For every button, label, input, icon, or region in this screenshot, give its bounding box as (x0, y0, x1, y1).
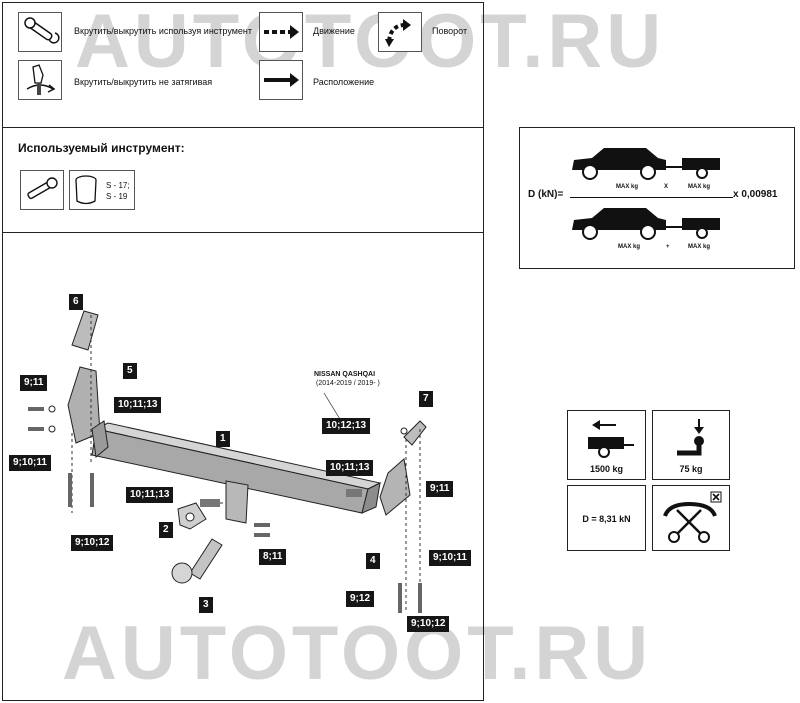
legend-screw-tool-label: Вкрутить/выкрутить используя инструмент (74, 26, 253, 36)
part-callout-1: 1 (216, 431, 230, 447)
frame-divider-2 (2, 232, 484, 233)
part-callout-7: 7 (419, 391, 433, 407)
denominator-operator: + (666, 244, 670, 250)
socket-icon: S - 17; S - 19 (69, 170, 135, 210)
part-callout-4: 4 (366, 553, 380, 569)
hardware-callout-9-10-11-right: 9;10;11 (429, 550, 471, 566)
legend-rotation-label: Поворот (432, 26, 468, 36)
vehicle-years: (2014-2019 / 2019- ) (316, 380, 380, 387)
hardware-callout-10-11-13-top: 10;11;13 (114, 397, 162, 413)
vertical-load-value: 75 kg (679, 464, 703, 474)
hardware-callout-9-10-12-right: 9;10;12 (407, 616, 450, 632)
hardware-callout-10-11-13-right: 10;11;13 (326, 460, 374, 476)
left-bolts (28, 405, 94, 507)
legend-screw-hand-label: Вкрутить/выкрутить не затягивая (74, 77, 213, 87)
hardware-callout-8-11: 8;11 (259, 549, 287, 565)
numerator-operator: X (664, 184, 669, 190)
hardware-callout-9-11-right: 9;11 (426, 481, 454, 497)
car-trailer-top-icon (572, 148, 720, 180)
socket-size-19: S - 19 (106, 192, 128, 201)
towing-capacity-box: 1500 kg (567, 410, 646, 480)
trailer-arrow-icon (588, 420, 634, 458)
legend-position-label: Расположение (313, 77, 375, 87)
towbar-exploded-diagram (28, 310, 427, 613)
hardware-callout-9-10-12-left: 9;10;12 (71, 535, 114, 551)
part-callout-3: 3 (199, 597, 213, 613)
ratchet-wrench-icon (20, 170, 64, 210)
car-trailer-bottom-icon (572, 208, 720, 240)
frame-divider-1 (2, 127, 484, 128)
hardware-callout-9-10-11-left: 9;10;11 (9, 455, 51, 471)
legend-movement-label: Движение (313, 26, 355, 36)
denominator-car-label: MAX kg (618, 244, 641, 250)
formula-box: D (kN)= x 0,00981 MAX kg X MAX kg MAX kg… (519, 127, 795, 269)
dashed-arrow-icon (259, 12, 303, 52)
towing-capacity-value: 1500 kg (589, 464, 624, 474)
vehicle-model: NISSAN QASHQAI (314, 371, 376, 378)
instructions-frame (2, 2, 484, 701)
part-callout-6: 6 (69, 294, 83, 310)
vertical-load-box: 75 kg (652, 410, 730, 480)
scissors-bumper-icon (663, 491, 722, 543)
d-value-box: D = 8,31 kN (567, 485, 646, 551)
no-cutting-box (652, 485, 730, 551)
numerator-car-label: MAX kg (616, 184, 639, 190)
wrench-tool-icon (18, 12, 62, 52)
denominator-trailer-label: MAX kg (688, 244, 711, 250)
formula-lhs: D (kN)= (528, 189, 564, 200)
tools-heading: Используемый инструмент: (18, 141, 185, 155)
rotation-arrow-icon (378, 12, 422, 52)
solid-arrow-icon (259, 60, 303, 100)
hardware-callout-10-11-13-mid: 10;11;13 (126, 487, 174, 503)
fraction-line (570, 197, 733, 198)
formula-multiplier: x 0,00981 (733, 189, 778, 200)
part-callout-5: 5 (123, 363, 137, 379)
hardware-callout-9-11-left: 9;11 (20, 375, 48, 391)
ball-load-arrow-icon (677, 419, 704, 456)
socket-size-17: S - 17; (106, 181, 130, 190)
part-callout-2: 2 (159, 522, 173, 538)
numerator-trailer-label: MAX kg (688, 184, 711, 190)
hand-screw-icon (18, 60, 62, 100)
d-value-text: D = 8,31 kN (582, 514, 631, 524)
hardware-callout-10-12-13: 10;12;13 (322, 418, 371, 434)
hardware-callout-9-12: 9;12 (346, 591, 375, 607)
